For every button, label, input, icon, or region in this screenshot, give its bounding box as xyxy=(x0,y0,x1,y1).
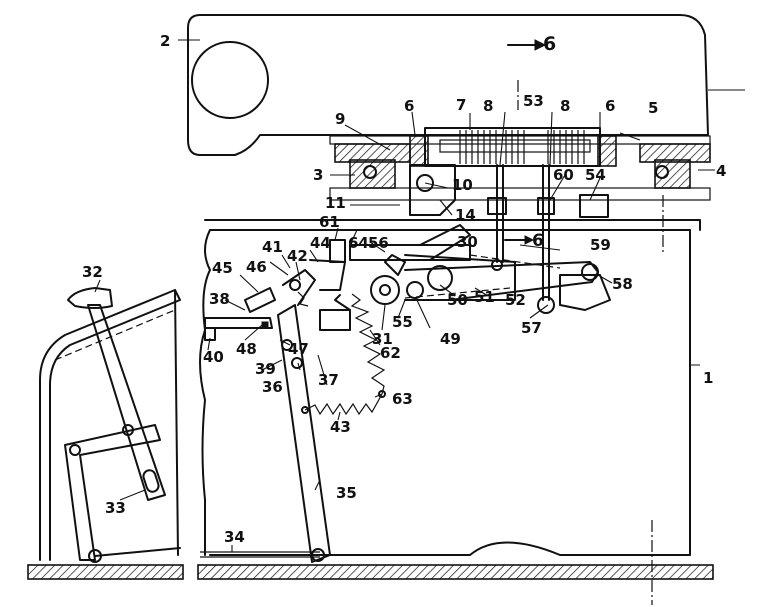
label-50: 50 xyxy=(447,291,468,309)
label-36: 36 xyxy=(262,378,283,396)
rods xyxy=(487,164,609,301)
label-60: 60 xyxy=(553,166,574,184)
label-52: 52 xyxy=(505,291,526,309)
label-58: 58 xyxy=(612,275,633,293)
label-7: 7 xyxy=(456,96,466,114)
label-3: 3 xyxy=(313,166,323,184)
label-57: 57 xyxy=(521,319,542,337)
pedal-assembly xyxy=(39,287,320,563)
section-arrows xyxy=(504,39,547,245)
label-34: 34 xyxy=(224,528,245,546)
label-39: 39 xyxy=(255,360,276,378)
label-44: 44 xyxy=(310,234,331,252)
label-33: 33 xyxy=(105,499,126,517)
label-63: 63 xyxy=(392,390,413,408)
label-46: 46 xyxy=(246,258,267,276)
upper-head xyxy=(187,14,709,156)
label-38: 38 xyxy=(209,290,230,308)
label-14: 14 xyxy=(455,206,476,224)
block-10 xyxy=(409,164,456,216)
label-64: 64 xyxy=(348,234,369,252)
label-40: 40 xyxy=(203,348,224,366)
section-mark-mid: 6 xyxy=(532,231,544,251)
label-47: 47 xyxy=(288,340,309,358)
label-41: 41 xyxy=(262,238,283,256)
leader-lines xyxy=(94,39,745,552)
linkage xyxy=(204,224,611,341)
needle-comb xyxy=(424,127,601,167)
label-8-right: 8 xyxy=(560,97,570,115)
label-54: 54 xyxy=(585,166,606,184)
label-6-right: 6 xyxy=(605,97,615,115)
label-11: 11 xyxy=(325,194,346,212)
label-61: 61 xyxy=(319,213,340,231)
label-5: 5 xyxy=(648,99,658,117)
handwheel-circle xyxy=(191,41,269,119)
label-56: 56 xyxy=(368,234,389,252)
label-42: 42 xyxy=(287,247,308,265)
label-32: 32 xyxy=(82,263,103,281)
label-1: 1 xyxy=(703,369,713,387)
label-49: 49 xyxy=(440,330,461,348)
housing xyxy=(199,80,701,605)
label-62: 62 xyxy=(380,344,401,362)
label-55: 55 xyxy=(392,313,413,331)
label-48: 48 xyxy=(236,340,257,358)
label-4: 4 xyxy=(716,162,726,180)
label-8-left: 8 xyxy=(483,97,493,115)
label-59: 59 xyxy=(590,236,611,254)
label-45: 45 xyxy=(212,259,233,277)
bed-plates xyxy=(27,564,714,580)
label-10: 10 xyxy=(452,176,473,194)
upper-guide xyxy=(329,135,711,201)
label-51: 51 xyxy=(474,288,495,306)
section-mark-top: 6 xyxy=(543,33,556,55)
label-35: 35 xyxy=(336,484,357,502)
label-53: 53 xyxy=(523,92,544,110)
label-2: 2 xyxy=(160,32,170,50)
label-43: 43 xyxy=(330,418,351,436)
label-6-left: 6 xyxy=(404,97,414,115)
label-30: 30 xyxy=(457,233,478,251)
reference-labels: 2 1 3 4 5 6 6 7 8 8 9 10 11 14 30 31 32 … xyxy=(82,32,726,546)
label-37: 37 xyxy=(318,371,339,389)
label-31: 31 xyxy=(372,330,393,348)
lever-35 xyxy=(277,304,331,563)
springs xyxy=(297,291,386,416)
label-9: 9 xyxy=(335,110,345,128)
